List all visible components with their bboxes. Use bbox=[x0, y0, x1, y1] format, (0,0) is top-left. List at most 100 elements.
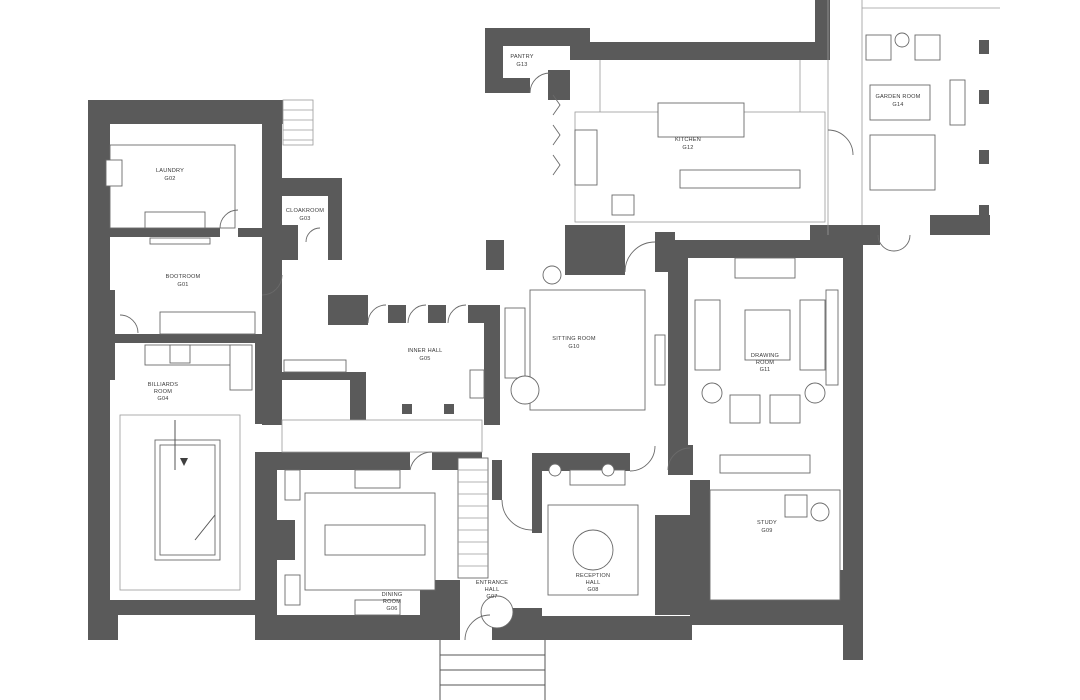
entrance-steps bbox=[439, 640, 546, 700]
room-study-code: G09 bbox=[761, 528, 772, 534]
room-innerhall-code: G05 bbox=[419, 356, 430, 362]
room-laundry-code: G02 bbox=[164, 176, 175, 182]
room-sitting-name: SITTING ROOM bbox=[552, 336, 596, 342]
dining-table bbox=[324, 524, 426, 556]
pier-s-5 bbox=[625, 616, 660, 640]
garden-rug bbox=[869, 84, 931, 121]
pier-s-1 bbox=[160, 600, 180, 615]
drawing-sofa-w bbox=[694, 299, 721, 371]
pier-s-6 bbox=[740, 605, 770, 625]
room-entrance-code: G07 bbox=[486, 594, 497, 600]
room-innerhall-name: INNER HALL bbox=[408, 348, 443, 354]
room-pantry-name: PANTRY bbox=[510, 54, 533, 60]
wall-pantry-north bbox=[485, 28, 590, 46]
wall-innerhall-shelf bbox=[282, 372, 366, 380]
room-laundry-name: LAUNDRY bbox=[156, 168, 184, 174]
wall-east-laundry bbox=[262, 100, 282, 295]
pier-s-2 bbox=[325, 615, 355, 640]
entrance-table bbox=[480, 595, 514, 629]
pier-s-3 bbox=[375, 615, 410, 640]
wall-kitchen-west bbox=[548, 70, 570, 100]
wall-stair-box bbox=[350, 380, 366, 420]
pillar-a bbox=[402, 404, 412, 414]
garden-sofa bbox=[869, 134, 936, 191]
wall-cloakroom-north bbox=[262, 178, 342, 196]
drawing-sofa-e bbox=[799, 299, 826, 371]
wall-reception-east bbox=[655, 515, 690, 615]
wall-laundry-bootroom bbox=[110, 228, 220, 237]
wall-cloakroom-east bbox=[328, 178, 342, 260]
wall-pantry-west bbox=[485, 28, 503, 93]
wall-drawing-east bbox=[843, 240, 863, 660]
drawing-rug bbox=[744, 309, 791, 361]
pier-n-1 bbox=[130, 100, 150, 124]
room-entrance-line2: HALL bbox=[485, 587, 500, 593]
laundry-sink bbox=[105, 159, 123, 187]
wall-garden-south bbox=[930, 215, 990, 235]
wall-innerhall-north-a bbox=[328, 295, 368, 325]
stair-north-west bbox=[282, 99, 314, 146]
innerhall-console bbox=[283, 359, 347, 373]
wall-east-block bbox=[810, 225, 880, 245]
wall-pantry-south bbox=[485, 78, 530, 93]
room-sitting-code: G10 bbox=[568, 344, 579, 350]
wall-drawing-chimney bbox=[742, 248, 792, 260]
room-dining-line2: ROOM bbox=[383, 599, 401, 605]
wall-dining-fireplace bbox=[277, 520, 295, 560]
wall-dining-north bbox=[255, 452, 410, 470]
wall-reception-west bbox=[532, 453, 542, 533]
wall-study-west bbox=[690, 480, 710, 625]
kitchen-island bbox=[657, 102, 745, 138]
wall-laundry-bootroom-b bbox=[238, 228, 262, 237]
room-reception-line1: RECEPTION bbox=[576, 573, 610, 579]
room-billiards-code: G04 bbox=[157, 396, 168, 402]
wall-kitchen-south bbox=[565, 225, 625, 243]
room-garden-code: G14 bbox=[892, 102, 903, 108]
room-billiards-line2: ROOM bbox=[154, 389, 172, 395]
wall-entrance-south-b bbox=[542, 616, 692, 640]
room-reception-code: G08 bbox=[587, 587, 598, 593]
room-dining-line1: DINING bbox=[382, 592, 403, 598]
room-drawing-line2: ROOM bbox=[756, 360, 774, 366]
pillar-garden-b bbox=[979, 90, 989, 104]
wall-dining-west bbox=[255, 452, 277, 640]
wall-sitting-north-b bbox=[565, 240, 625, 275]
room-kitchen-name: KITCHEN bbox=[675, 137, 701, 143]
room-cloakroom-name: CLOAKROOM bbox=[286, 208, 324, 214]
pillar-garden-d bbox=[979, 205, 989, 219]
pillar-garden-c bbox=[979, 150, 989, 164]
kitchen-table bbox=[679, 169, 801, 189]
room-bootroom-code: G01 bbox=[177, 282, 188, 288]
wall-kitchen-ne bbox=[815, 0, 830, 60]
wall-sitting-north-a bbox=[486, 240, 504, 270]
room-labels: LAUNDRY G02 CLOAKROOM G03 BOOTROOM G01 B… bbox=[148, 54, 921, 612]
wall-reception-north bbox=[532, 453, 630, 471]
wall-cloakroom-south bbox=[282, 225, 298, 260]
room-dining-code: G06 bbox=[386, 606, 397, 612]
fine-lines bbox=[119, 0, 1000, 700]
furniture bbox=[105, 32, 966, 629]
wall-study-south bbox=[690, 600, 860, 625]
pier-s-4 bbox=[575, 616, 605, 640]
room-kitchen-code: G12 bbox=[682, 145, 693, 151]
wall-billiards-notch bbox=[95, 290, 115, 380]
sitting-sofa bbox=[504, 307, 526, 379]
bootroom-bench bbox=[159, 311, 256, 335]
pillar-garden-a bbox=[979, 40, 989, 54]
wall-innerhall-east bbox=[484, 305, 500, 425]
room-entrance-line1: ENTRANCE bbox=[476, 580, 508, 586]
wall-drawing-west bbox=[668, 245, 688, 445]
room-garden-name: GARDEN ROOM bbox=[875, 94, 920, 100]
wall-bootroom-billiards bbox=[110, 334, 260, 343]
room-drawing-code: G11 bbox=[760, 367, 771, 373]
room-reception-line2: HALL bbox=[586, 580, 601, 586]
room-cloakroom-code: G03 bbox=[299, 216, 310, 222]
wall-billiards-notch2 bbox=[88, 440, 110, 510]
wall-entrance-east bbox=[492, 460, 502, 500]
pillar-b bbox=[444, 404, 454, 414]
room-study-name: STUDY bbox=[757, 520, 777, 526]
room-billiards-line1: BILLIARDS bbox=[148, 382, 178, 388]
wall-drawing-south bbox=[668, 445, 693, 475]
room-pantry-code: G13 bbox=[516, 62, 527, 68]
